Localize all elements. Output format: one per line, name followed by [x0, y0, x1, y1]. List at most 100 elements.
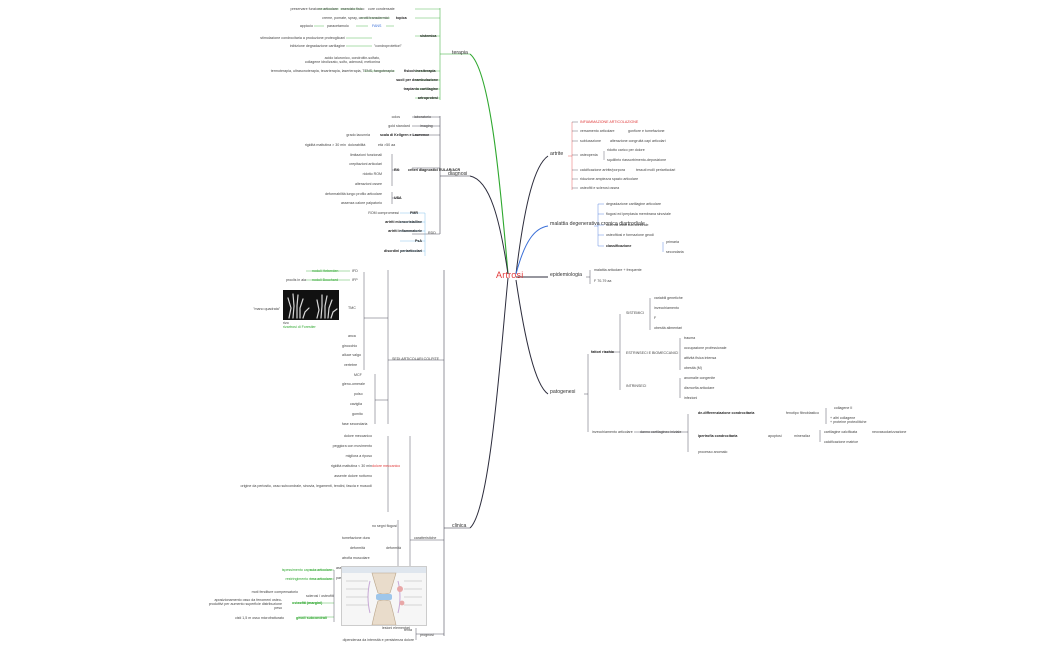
- knee-geodi: geodi subcondrali: [296, 616, 327, 620]
- branch-epidemiologia[interactable]: epidemiologia: [550, 272, 583, 278]
- malattia-item: flogosi ed iperplasia membrana sinoviale: [606, 212, 671, 216]
- terapia-sistemica[interactable]: sistemica: [420, 34, 437, 38]
- pato-item: F: [654, 316, 657, 320]
- sede-polso: polso: [354, 392, 363, 396]
- sintomo-dolore-meccanico[interactable]: dolore meccanico: [372, 464, 401, 468]
- diagnosi-kellgren[interactable]: scala di Kellgren e Lawrence: [380, 133, 430, 137]
- branch-malattia[interactable]: malattia degenerativa cronica diartrodia…: [550, 221, 645, 227]
- pato-ipertrofia: ipertrofia condrocitaria: [698, 434, 738, 438]
- malattia-primaria: primaria: [666, 240, 679, 244]
- hands-xray-icon: [287, 293, 338, 319]
- terapia-item: preservare funzione articolare: [290, 7, 338, 11]
- diff-infiammatorie: artriti infiammatorie: [388, 229, 422, 233]
- mani-ifd: IFD: [352, 269, 358, 273]
- pato-fase: + proteine proteolitiche: [830, 420, 867, 424]
- pato-item: anomalie congenite: [684, 376, 716, 380]
- diagnosi-left: grado lacunnia: [346, 133, 370, 137]
- pato-estrinseci: ESTRINSECI E BIOMECCANICI: [626, 351, 679, 355]
- diagnosi-left: colos: [391, 115, 400, 119]
- malattia-classificazione[interactable]: classificazione: [606, 244, 632, 248]
- diagnosi-left: dolorabilità: [348, 143, 366, 147]
- artrite-item: gonfiore e tumefazione: [628, 129, 665, 133]
- knee-text: produttivi per aumento superficie distri…: [208, 602, 282, 606]
- knee-illustration: [341, 566, 427, 626]
- pato-item: infezioni: [684, 396, 698, 400]
- pato-item: attività fisica intensa: [684, 356, 717, 360]
- diff-label: RDD: [428, 231, 436, 235]
- edge-diagnosi: [469, 175, 509, 275]
- terapia-artroprotesi[interactable]: artroprotesi: [417, 96, 438, 100]
- segno: deformità: [350, 546, 365, 550]
- knee-sclerosi: sclerosi / osteofiti: [306, 594, 334, 598]
- segno: no segni flogosi: [372, 524, 397, 528]
- sintomo: rigidità mattutina < 30 min: [330, 464, 372, 468]
- sede-gomito: gomito: [352, 412, 363, 416]
- mani-extra: proclis in aia: [286, 278, 306, 282]
- mani-rizo: rizo: [283, 321, 289, 325]
- clinica-sedi[interactable]: SEDI ARTICOLARI COLPITE: [392, 357, 440, 361]
- pato-fase: cartilagine calcificata: [824, 430, 858, 434]
- diagnosi-item: imaging: [420, 124, 433, 128]
- sintomo: peggiora con movimento: [332, 444, 372, 448]
- diff-pmr: PMR: [410, 211, 418, 215]
- hands-xray-image: [283, 290, 339, 320]
- malattia-item: osteofitosi e formazione geodi: [606, 233, 654, 237]
- pato-sistemici: SISTEMICI: [626, 311, 644, 315]
- knee-text: aposizionamento osso da fenomeni osteo-: [214, 598, 282, 602]
- artrite-item: tessuti molli periarticolari: [636, 168, 676, 172]
- branch-patogenesi[interactable]: patogenesi: [550, 389, 576, 395]
- artrite-item: osteopenia: [580, 153, 598, 157]
- root-node[interactable]: Artrosi: [496, 270, 524, 280]
- pato-item: invecchiamento: [654, 306, 679, 310]
- terapia-fisiochinesiterapia[interactable]: fisiochinesiterapia: [404, 69, 436, 73]
- sede-secondaria: fase secondaria: [342, 422, 368, 426]
- pato-fattori[interactable]: fattori rischio: [591, 350, 614, 354]
- branch-artrite[interactable]: artrite: [550, 151, 564, 157]
- edge-malattia: [515, 225, 549, 275]
- terapia-topica[interactable]: topica: [396, 16, 407, 20]
- pato-fase: apoptosi: [768, 434, 782, 438]
- diagnosi-left: gold standard: [388, 124, 410, 128]
- edge-terapia: [469, 53, 509, 275]
- mano-quadrata: "mano quadrata": [253, 307, 280, 311]
- terapia-condroprotettori: "condroprotettori": [374, 44, 402, 48]
- prognosi-label: prognosi: [420, 633, 434, 637]
- sintomo: origine da periostio, osso subcondrale, …: [240, 484, 372, 488]
- malattia-secondaria: secondaria: [666, 250, 684, 254]
- segno: atrofia muscolare: [342, 556, 370, 560]
- sede-alluce: alluce valgo: [342, 353, 361, 357]
- knee-rima: restringimento rima articolare: [285, 577, 332, 581]
- pato-item: dismorfia articolare: [684, 386, 715, 390]
- diagnosi-left: alterazioni ossee: [355, 182, 382, 186]
- terapia-trapianto[interactable]: trapianto cartilagine: [403, 87, 438, 91]
- mani-bouchard: noduli Bouchard: [312, 278, 338, 282]
- artrite-item: versamento articolare: [580, 129, 615, 133]
- branch-terapia[interactable]: terapia: [452, 50, 468, 56]
- terapia-item: esercizio fisico: [341, 7, 365, 11]
- edge-clinica: [469, 277, 509, 529]
- sede-gleno: gleno-omerale: [342, 382, 365, 386]
- segno: tumefazione dura: [342, 536, 370, 540]
- knee-osteofiti: osteofiti (margini): [292, 601, 323, 605]
- branch-diagnosi[interactable]: diagnosi: [448, 171, 468, 177]
- branch-clinica[interactable]: clinica: [452, 523, 467, 529]
- artrite-item: alterazione congruità capi articolari: [610, 139, 666, 143]
- pato-fase: + altri collagene: [830, 416, 856, 420]
- artrite-item: subluxazione: [580, 139, 601, 143]
- diagnosi-left: limitazioni funzionali: [350, 153, 382, 157]
- artrite-item: riduzione ampiezza spazio articolare: [580, 177, 639, 181]
- terapia-suoli[interactable]: suoli per deambulazione: [396, 78, 438, 82]
- diagnosi-left: deformabilità lungo profilo articolare: [325, 192, 382, 196]
- sede-colonna: vertebre: [344, 363, 358, 367]
- edge-patogenesi: [515, 279, 549, 395]
- diagnosi-usa: USA: [394, 196, 402, 200]
- pato-fase: neovascolarizzazione: [872, 430, 907, 434]
- sede-ginocchio: ginocchio: [342, 344, 358, 348]
- pato-fase: mineralizz: [794, 434, 811, 438]
- knee-joint-icon: [342, 567, 426, 626]
- terapia-item: cure condensate: [368, 7, 395, 11]
- diff-psa: PsA: [415, 239, 422, 243]
- diagnosi-left: crepitazioni articolari: [349, 162, 382, 166]
- diagnosi-criteri[interactable]: criteri diagnostici EULAR/ACR: [408, 168, 461, 172]
